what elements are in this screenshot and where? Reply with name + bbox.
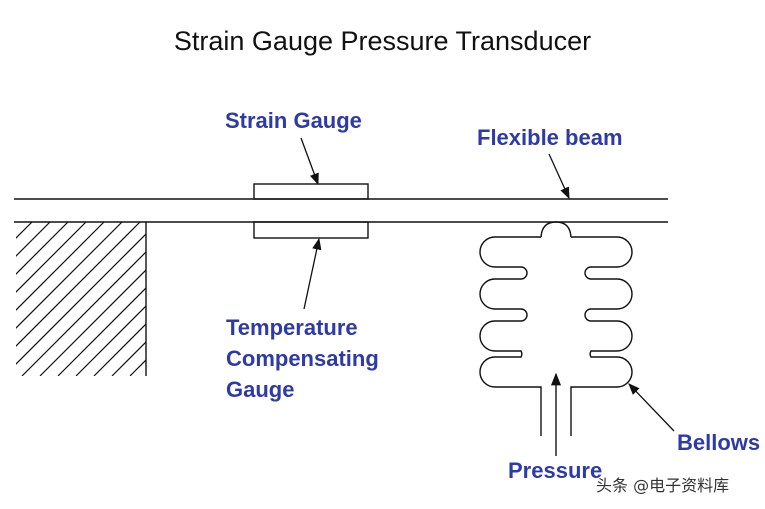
strain-gauge — [253, 183, 369, 200]
strain-gauge-leader-arrow — [300, 137, 319, 186]
diagram-title: Strain Gauge Pressure Transducer — [173, 26, 592, 56]
flexible-beam-leader-arrow — [548, 153, 570, 200]
bellows — [479, 221, 633, 436]
temperature-gauge-label-line3: Gauge — [226, 377, 295, 402]
watermark: 头条 @电子资料库 — [596, 476, 730, 495]
pressure-label: Pressure — [508, 458, 603, 483]
bellows-label: Bellows — [677, 430, 761, 455]
bellows-leader-arrow — [628, 383, 675, 432]
temperature-gauge-leader-arrow — [303, 237, 322, 310]
temperature-gauge-label-line1: Temperature — [226, 315, 358, 340]
fixed-wall — [16, 222, 147, 376]
temperature-compensating-gauge — [253, 221, 369, 239]
strain-gauge-label: Strain Gauge — [225, 108, 362, 133]
flexible-beam — [14, 198, 668, 223]
temperature-gauge-label-line2: Compensating — [226, 346, 379, 371]
flexible-beam-label: Flexible beam — [477, 125, 623, 150]
